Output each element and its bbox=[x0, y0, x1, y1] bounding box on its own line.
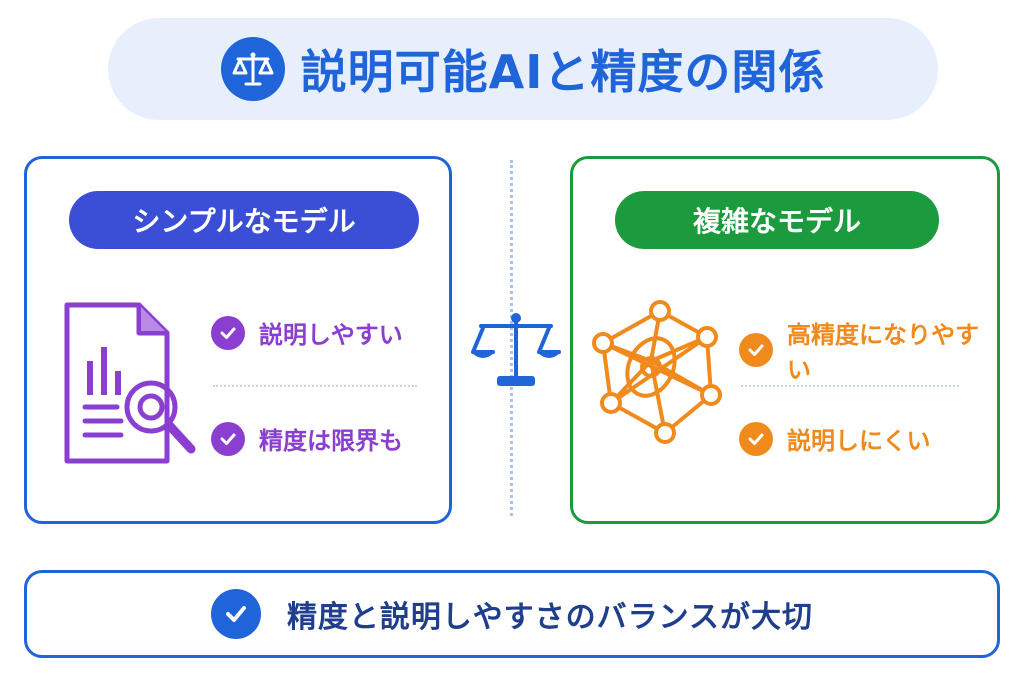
conclusion-bar: 精度と説明しやすさのバランスが大切 bbox=[24, 570, 1000, 658]
check-circle-icon bbox=[210, 589, 261, 639]
item-divider bbox=[213, 385, 417, 387]
list-item: 精度は限界も bbox=[211, 421, 403, 456]
complex-model-panel: 複雑なモデル bbox=[570, 156, 1000, 524]
check-circle-icon bbox=[739, 421, 773, 456]
page-title: 説明可能AIと精度の関係 bbox=[300, 45, 826, 99]
complex-pro-text: 高精度になりやすい bbox=[787, 321, 979, 384]
title-banner: 説明可能AIと精度の関係 bbox=[108, 18, 938, 120]
scale-icon bbox=[220, 37, 285, 101]
center-divider bbox=[510, 160, 513, 516]
simple-model-heading: シンプルなモデル bbox=[69, 191, 419, 249]
check-circle-icon bbox=[739, 333, 773, 367]
list-item: 説明しにくい bbox=[739, 421, 931, 456]
item-divider bbox=[741, 385, 959, 387]
scale-icon bbox=[469, 308, 563, 392]
document-magnifier-icon bbox=[59, 299, 199, 473]
simple-model-panel: シンプルなモデル 説明しやすい bbox=[24, 156, 452, 524]
check-circle-icon bbox=[211, 421, 245, 456]
simple-pro-text: 説明しやすい bbox=[259, 321, 403, 349]
complex-model-heading: 複雑なモデル bbox=[615, 191, 939, 249]
complex-con-text: 説明しにくい bbox=[787, 427, 931, 455]
conclusion-text: 精度と説明しやすさのバランスが大切 bbox=[286, 600, 814, 635]
simple-con-text: 精度は限界も bbox=[259, 427, 403, 455]
list-item: 高精度になりやすい bbox=[739, 315, 997, 385]
neural-network-icon bbox=[587, 299, 733, 453]
list-item: 説明しやすい bbox=[211, 315, 403, 350]
check-circle-icon bbox=[211, 315, 245, 350]
